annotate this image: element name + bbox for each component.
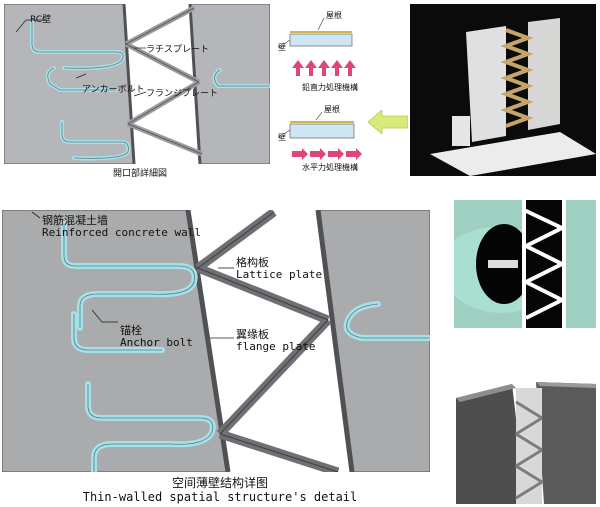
vertical-force-mechanism: 屋根 壁 鉛直力処理機構 [278, 8, 370, 96]
flange-plate-label-cn: 翼缘板 [236, 328, 269, 341]
horizontal-force-mechanism: 屋根 壁 水平力処理機構 [278, 104, 374, 176]
horizontal-mechanism-caption: 水平力処理機構 [302, 163, 358, 172]
rc-wall-label-cn: 钢筋混凝土墙 [42, 214, 108, 227]
rc-wall-label-en: Reinforced concrete wall [42, 226, 201, 239]
lattice-plate-label-cn: 格构板 [236, 256, 269, 269]
pink-right-arrow-icon [292, 148, 362, 160]
vertical-mechanism-caption: 鉛直力処理機構 [302, 83, 358, 92]
main-detail-caption-cn: 空间薄壁结构详图 [171, 476, 268, 490]
opening-detail-drawing [4, 4, 270, 164]
model-photo [410, 4, 596, 176]
main-detail-panel: 钢筋混凝土墙 Reinforced concrete wall 格构板 Latt… [2, 210, 430, 472]
anchor-bolt-label-en: Anchor bolt [120, 336, 193, 349]
main-detail-caption-en: Thin-walled spatial structure's detail [82, 490, 358, 504]
green-left-arrow-icon [368, 110, 408, 134]
anchor-bolt-label-jp: アンカーボルト [82, 85, 145, 95]
main-detail-drawing [2, 210, 430, 472]
pink-up-arrow-icon [292, 60, 356, 76]
opening-detail-caption: 開口部詳細図 [112, 169, 167, 179]
wall-label-horizontal: 壁 [278, 133, 286, 142]
rc-wall-label: RC壁 [30, 15, 52, 25]
lattice-closeup-photo [454, 200, 596, 328]
wall-label-vertical: 壁 [278, 43, 286, 52]
flange-plate-label-en: flange plate [236, 340, 316, 353]
flange-plate-label-jp: フランジプレート [146, 89, 219, 99]
lath-plate-label: ラチスプレート [146, 45, 210, 55]
anchor-bolt-label-cn: 锚栓 [120, 324, 142, 337]
lattice-plate-label-en: Lattice plate [236, 268, 323, 281]
opening-detail-panel: RC壁 ラチスプレート アンカーボルト フランジプレート [4, 4, 270, 164]
wall-render-photo [456, 378, 596, 504]
roof-label-vertical: 屋根 [326, 11, 342, 20]
roof-label-horizontal: 屋根 [324, 105, 340, 114]
